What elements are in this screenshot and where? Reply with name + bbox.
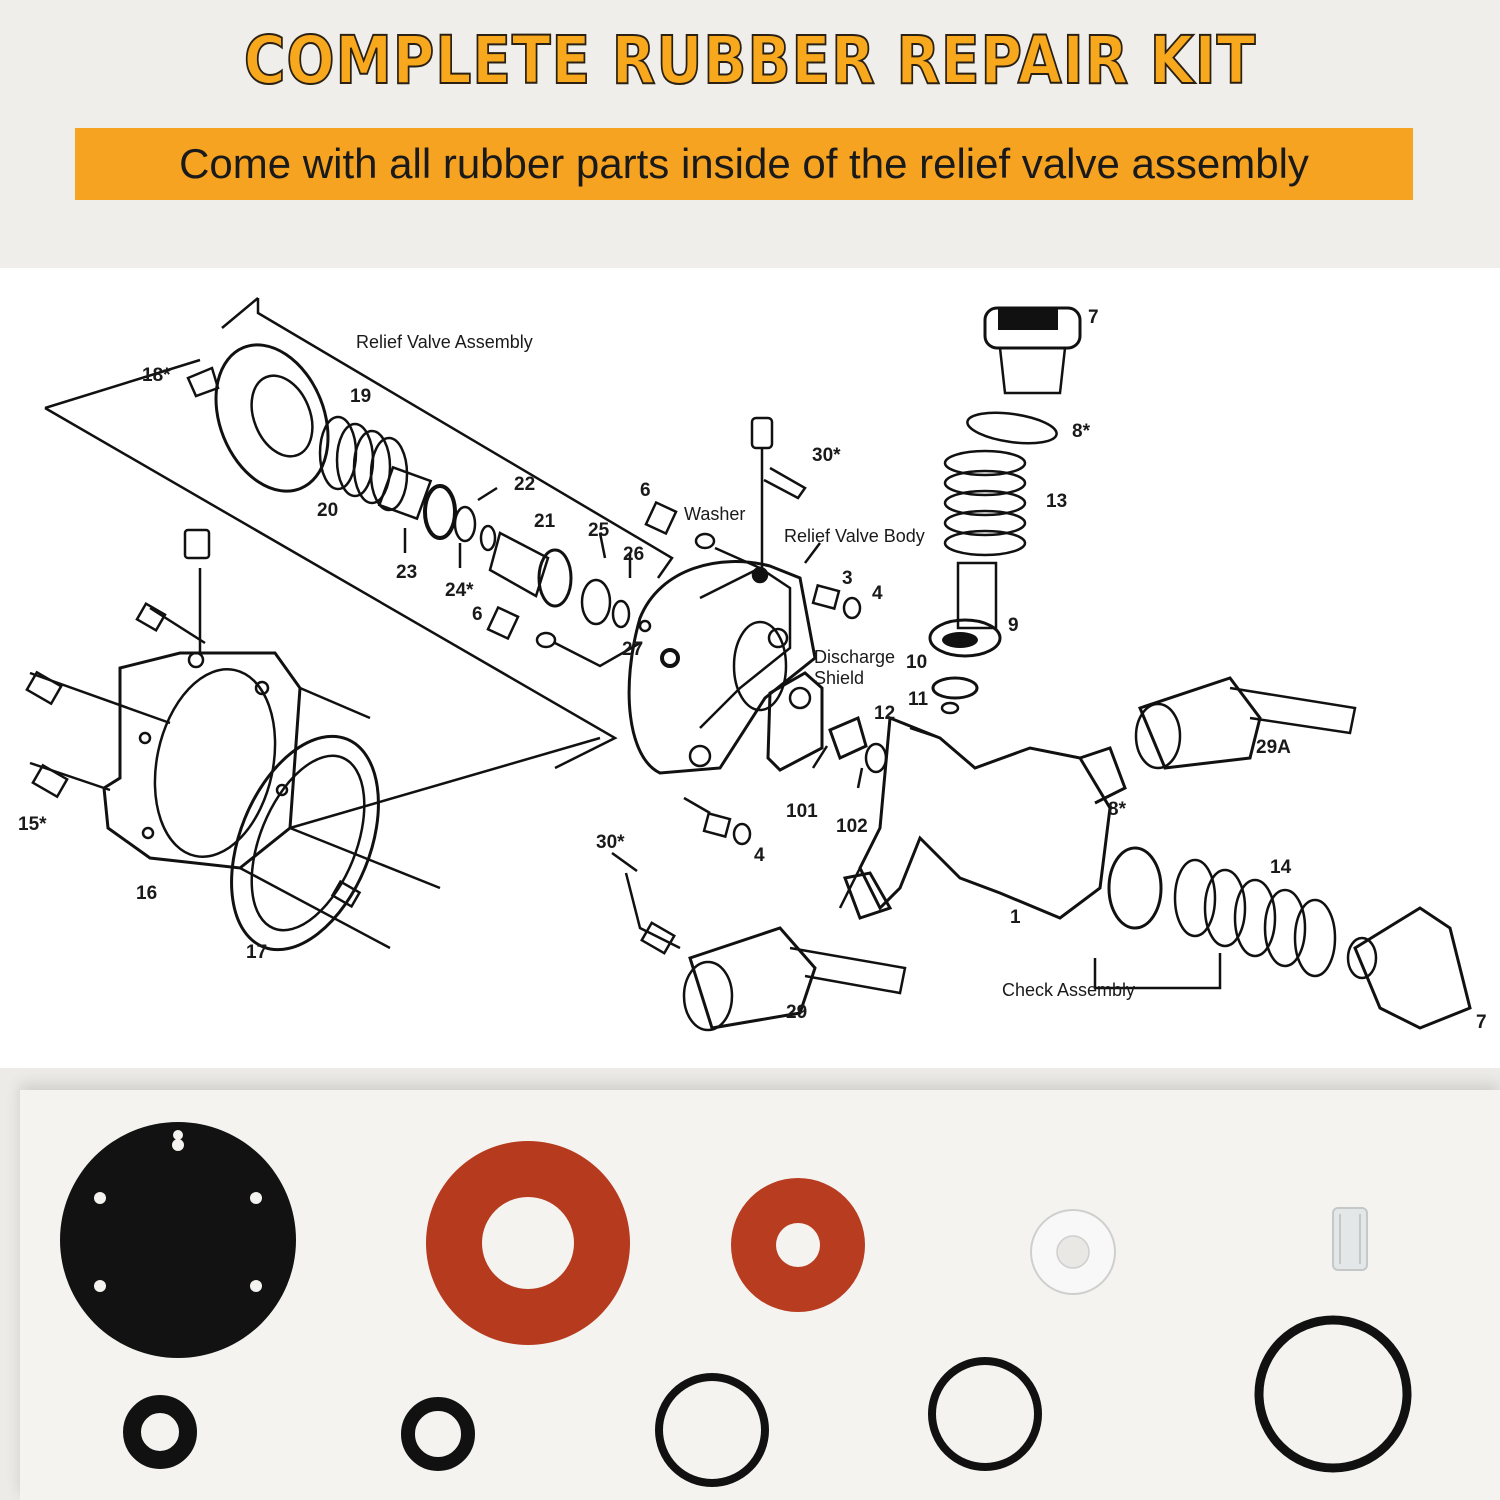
part-21: 21 xyxy=(534,511,556,532)
large-red-washer xyxy=(426,1141,630,1345)
part-8a: 8* xyxy=(1072,421,1091,442)
exploded-view-drawing: Relief Valve Assembly Washer Relief Valv… xyxy=(18,297,1487,1033)
o-ring-1 xyxy=(123,1395,197,1469)
part-24: 24* xyxy=(445,580,474,601)
o-ring-4 xyxy=(928,1357,1042,1471)
part-14: 14 xyxy=(1270,857,1292,878)
washer-label: Washer xyxy=(684,504,745,524)
part-6b: 6 xyxy=(472,604,483,625)
part-6a: 6 xyxy=(640,480,651,501)
part-19: 19 xyxy=(350,386,371,407)
kit-parts xyxy=(60,1122,1412,1487)
part-7a: 7 xyxy=(1088,307,1099,328)
part-16: 16 xyxy=(136,883,157,904)
part-26: 26 xyxy=(623,544,644,565)
part-17: 17 xyxy=(246,942,267,963)
clear-sleeve xyxy=(1332,1207,1368,1271)
part-4b: 4 xyxy=(754,845,765,866)
part-29a: 29A xyxy=(1256,737,1291,758)
part-7b: 7 xyxy=(1476,1012,1487,1033)
part-102: 102 xyxy=(836,816,868,837)
part-23: 23 xyxy=(396,562,417,583)
diagram-lines xyxy=(25,297,1472,1032)
part-20: 20 xyxy=(317,500,338,521)
part-8b: 8* xyxy=(1108,799,1127,820)
header: COMPLETE RUBBER REPAIR KIT Come with all… xyxy=(0,0,1500,268)
part-101: 101 xyxy=(786,801,818,822)
discharge-shield-label-2: Shield xyxy=(814,668,864,688)
relief-valve-assembly-label: Relief Valve Assembly xyxy=(356,332,533,352)
discharge-shield-label-1: Discharge xyxy=(814,647,895,667)
disc-accent xyxy=(942,632,978,648)
o-ring-3 xyxy=(655,1373,769,1487)
check-assembly-label: Check Assembly xyxy=(1002,980,1135,1000)
part-10: 10 xyxy=(906,652,927,673)
part-30b: 30* xyxy=(596,832,625,853)
part-29: 29 xyxy=(786,1002,807,1023)
part-30a: 30* xyxy=(812,445,841,466)
small-red-washer xyxy=(731,1178,865,1312)
relief-valve-body-label: Relief Valve Body xyxy=(784,526,925,546)
part-1: 1 xyxy=(1010,907,1021,928)
o-ring-5 xyxy=(1254,1315,1412,1473)
subtitle-banner: Come with all rubber parts inside of the… xyxy=(75,128,1413,200)
diaphragm xyxy=(60,1122,296,1358)
part-15: 15* xyxy=(18,814,47,835)
part-25: 25 xyxy=(588,520,610,541)
subtitle: Come with all rubber parts inside of the… xyxy=(179,140,1309,187)
part-12: 12 xyxy=(874,703,895,724)
assembly-bracket xyxy=(44,406,618,770)
o-ring-2 xyxy=(401,1397,475,1471)
exploded-diagram: Relief Valve Assembly Washer Relief Valv… xyxy=(0,268,1500,1068)
part-27: 27 xyxy=(622,639,643,660)
page-title: COMPLETE RUBBER REPAIR KIT xyxy=(243,21,1257,100)
part-13: 13 xyxy=(1046,491,1067,512)
part-11: 11 xyxy=(908,689,929,710)
part-3: 3 xyxy=(842,568,853,589)
kit-parts-photo xyxy=(20,1090,1500,1500)
cap-top-accent xyxy=(998,308,1058,330)
part-18: 18* xyxy=(142,365,171,386)
white-washer xyxy=(1030,1209,1116,1295)
part-9: 9 xyxy=(1008,615,1019,636)
part-4a: 4 xyxy=(872,583,883,604)
part-22: 22 xyxy=(514,474,535,495)
